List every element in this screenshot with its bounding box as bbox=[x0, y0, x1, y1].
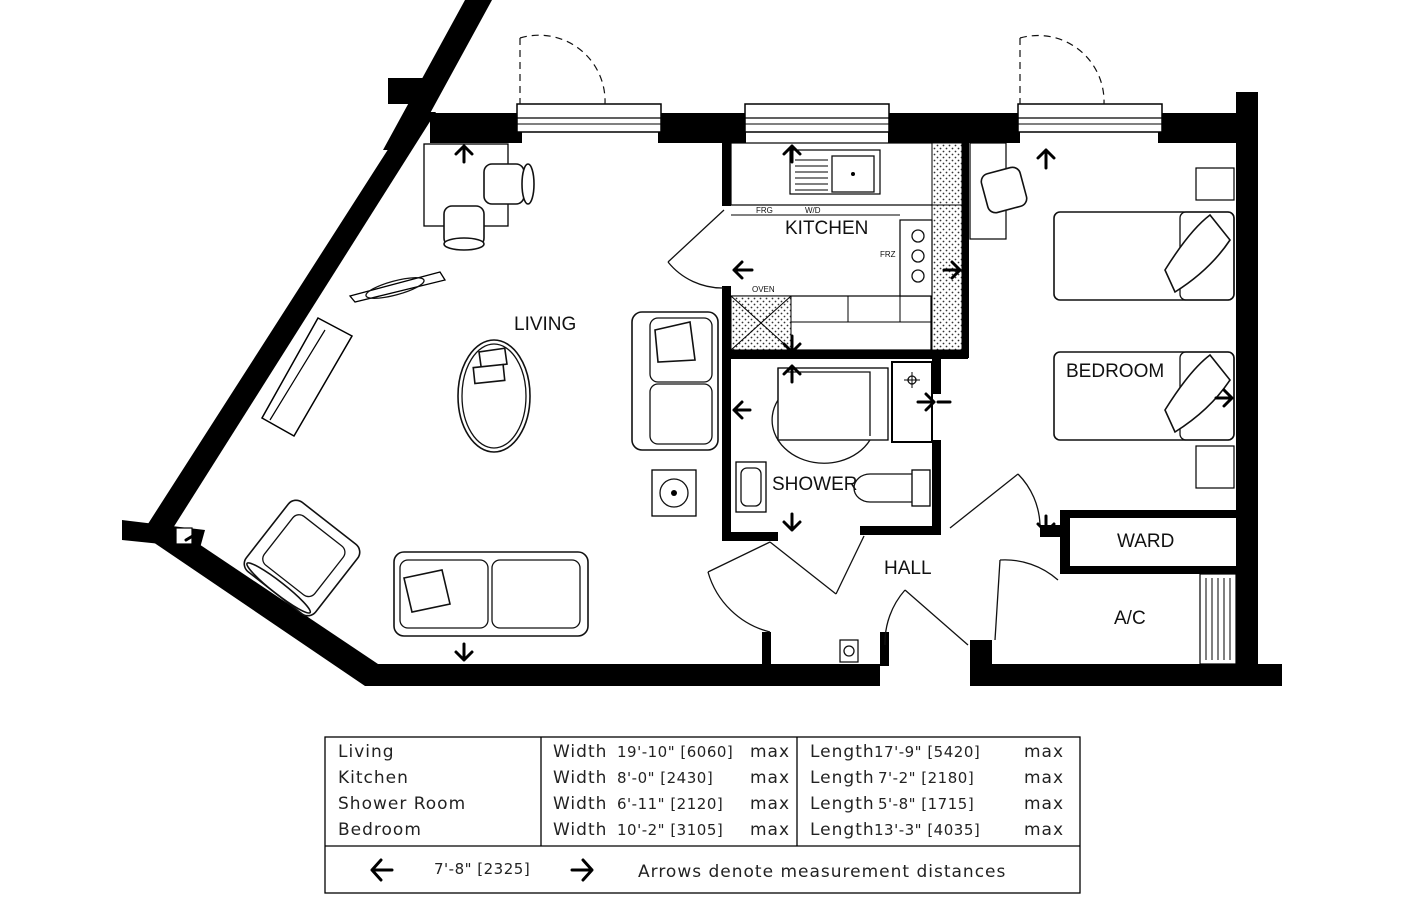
length-max: max bbox=[1024, 820, 1064, 840]
width-value: 19'-10" [6060] bbox=[617, 743, 733, 761]
length-max: max bbox=[1024, 768, 1064, 788]
table-row: Living Width 19'-10" [6060] max Length 1… bbox=[338, 742, 1064, 762]
length-max: max bbox=[1024, 742, 1064, 762]
living-furniture bbox=[175, 143, 719, 637]
room-label-ac: A/C bbox=[1114, 608, 1146, 629]
length-value: 7'-2" [2180] bbox=[878, 769, 974, 787]
external-doors bbox=[519, 34, 1105, 105]
dimensions-table: Living Width 19'-10" [6060] max Length 1… bbox=[324, 736, 1081, 894]
room-label-hall: HALL bbox=[884, 558, 932, 579]
appliance-frg: FRG bbox=[756, 206, 773, 215]
width-value: 10'-2" [3105] bbox=[617, 821, 723, 839]
length-label: Length bbox=[810, 820, 875, 840]
room-label-living: LIVING bbox=[514, 314, 576, 335]
length-label: Length bbox=[810, 794, 875, 814]
internal-doors bbox=[667, 209, 1059, 646]
room-label-kitchen: KITCHEN bbox=[785, 218, 868, 239]
room-labels: LIVING KITCHEN BEDROOM SHOWER HALL WARD … bbox=[514, 218, 1174, 629]
length-value: 5'-8" [1715] bbox=[878, 795, 974, 813]
width-max: max bbox=[750, 742, 790, 762]
appliance-oven: OVEN bbox=[752, 285, 775, 294]
walls bbox=[122, 0, 1282, 686]
kitchen-fittings: FRG W/D FRZ OVEN bbox=[730, 142, 963, 351]
arrow-left-icon bbox=[370, 858, 394, 882]
room-name: Shower Room bbox=[338, 794, 466, 814]
measurement-arrows bbox=[184, 144, 1234, 662]
width-label: Width bbox=[553, 742, 607, 762]
room-label-shower: SHOWER bbox=[772, 474, 858, 495]
table-row: Bedroom Width 10'-2" [3105] max Length 1… bbox=[338, 820, 1064, 840]
appliance-frz: FRZ bbox=[880, 250, 896, 259]
width-max: max bbox=[750, 820, 790, 840]
length-value: 17'-9" [5420] bbox=[874, 743, 980, 761]
table-row: Kitchen Width 8'-0" [2430] max Length 7'… bbox=[338, 768, 1064, 788]
width-max: max bbox=[750, 768, 790, 788]
room-label-ward: WARD bbox=[1117, 531, 1174, 552]
length-max: max bbox=[1024, 794, 1064, 814]
width-label: Width bbox=[553, 820, 607, 840]
windows bbox=[260, 103, 1237, 665]
bedroom-furniture bbox=[839, 142, 1235, 663]
width-label: Width bbox=[553, 794, 607, 814]
room-name: Living bbox=[338, 742, 395, 762]
length-label: Length bbox=[810, 768, 875, 788]
length-value: 13'-3" [4035] bbox=[874, 821, 980, 839]
shower-fittings bbox=[735, 367, 931, 513]
width-label: Width bbox=[553, 768, 607, 788]
room-name: Kitchen bbox=[338, 768, 409, 788]
width-max: max bbox=[750, 794, 790, 814]
room-label-bedroom: BEDROOM bbox=[1066, 361, 1164, 382]
length-label: Length bbox=[810, 742, 875, 762]
room-name: Bedroom bbox=[338, 820, 422, 840]
appliance-wd: W/D bbox=[805, 206, 821, 215]
width-value: 8'-0" [2430] bbox=[617, 769, 713, 787]
example-measurement: 7'-8" [2325] bbox=[434, 860, 530, 878]
width-value: 6'-11" [2120] bbox=[617, 795, 723, 813]
arrow-right-icon bbox=[570, 858, 594, 882]
legend-note: Arrows denote measurement distances bbox=[638, 862, 1006, 882]
table-row: Shower Room Width 6'-11" [2120] max Leng… bbox=[338, 794, 1064, 814]
